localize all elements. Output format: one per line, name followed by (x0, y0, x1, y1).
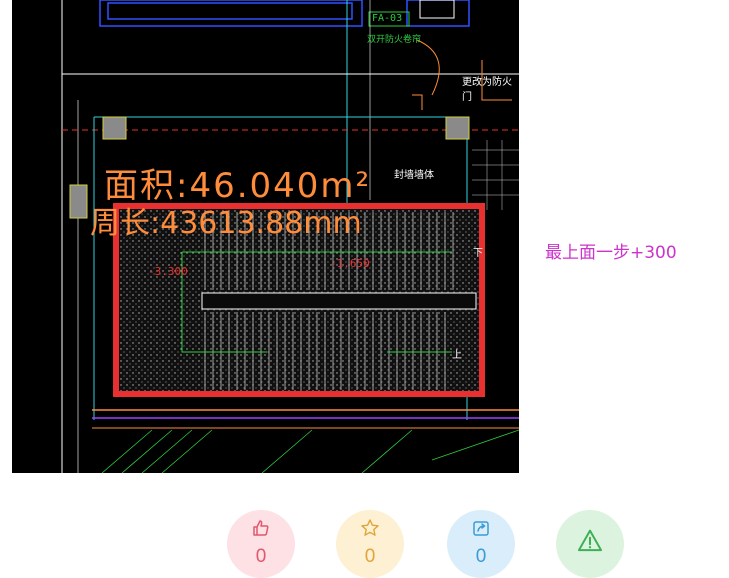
like-count: 0 (255, 546, 267, 567)
annotation-text: 最上面一步+300 (545, 243, 677, 263)
warning-icon (577, 529, 603, 552)
cad-canvas (61, 0, 519, 473)
fa-label: FA-03 (372, 13, 403, 24)
like-button[interactable]: 0 (227, 510, 295, 578)
report-button[interactable] (556, 510, 624, 578)
up-label: 上 (452, 350, 462, 361)
thumbs-up-icon (253, 520, 269, 536)
star-icon (361, 519, 379, 536)
perimeter-label: 周长:43613.88mm (90, 206, 362, 241)
down-label: 下 (473, 248, 483, 259)
favorite-count: 0 (364, 546, 376, 567)
favorite-button[interactable]: 0 (336, 510, 404, 578)
elevation-mid-label: -1.650 (330, 257, 370, 270)
area-label: 面积:46.040m² (104, 166, 372, 206)
share-count: 0 (475, 546, 487, 567)
wall-label: 封墙墙体 (394, 170, 434, 181)
fa-sub-label: 双开防火卷帘 (367, 35, 422, 45)
fire-door-label: 更改为防火门 (462, 77, 512, 103)
elevation-left-label: -3.300 (148, 265, 188, 278)
cad-drawing-image: 面积:46.040m² 周长:43613.88mm FA-03 双开防火卷帘 更… (12, 0, 519, 473)
share-icon (473, 521, 489, 536)
share-button[interactable]: 0 (447, 510, 515, 578)
